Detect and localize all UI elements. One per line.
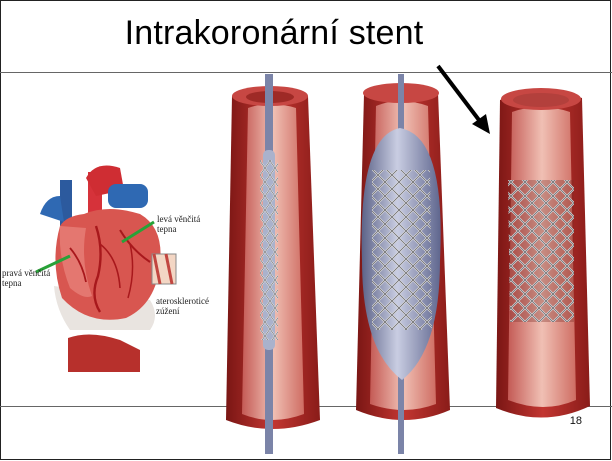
label-stenosis: ateroskleroticé zúžení [156,296,220,316]
label-right-coronary: pravá věnčitá tepna [2,268,60,288]
artery-deployed-stent [496,88,590,418]
artery-balloon-stent [356,74,450,454]
label-left-coronary: levá věnčitá tepna [157,214,209,234]
artery-catheter-stent [226,74,320,454]
page-number: 18 [570,415,582,427]
pointer-arrow [438,66,490,134]
